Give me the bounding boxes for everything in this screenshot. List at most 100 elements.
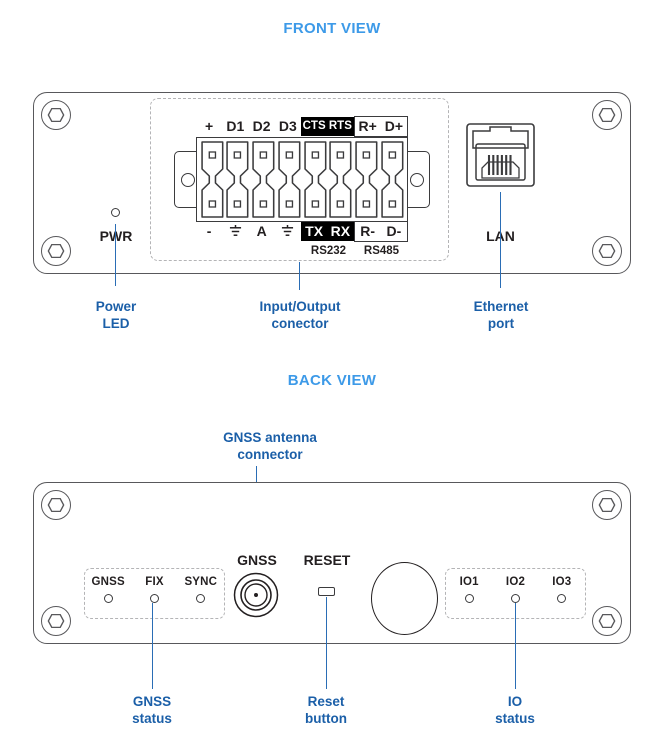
led-label-sync: SYNC <box>184 576 218 588</box>
io-connector-zone <box>150 98 449 261</box>
callout-line-2: status <box>132 711 172 726</box>
flange-screw-hole <box>180 172 195 187</box>
led-fix: FIX <box>131 576 177 603</box>
hex-socket-icon <box>47 613 65 630</box>
hex-socket-icon <box>598 107 616 124</box>
screw-back-top-right <box>592 490 622 520</box>
led-dot-fix <box>149 594 159 603</box>
hex-socket-icon <box>47 243 65 260</box>
gnss-connector-label: GNSS <box>237 552 277 568</box>
callout-line-1: GNSS <box>132 694 172 709</box>
screw-front-top-right <box>592 100 622 130</box>
terminal-pin-4[interactable] <box>277 140 302 219</box>
led-label-io1: IO1 <box>459 576 479 588</box>
hex-socket-icon <box>598 243 616 260</box>
leader-reset-button <box>326 597 328 689</box>
leader-ethernet-port <box>500 192 502 288</box>
terminal-label-d2: D2 <box>252 118 271 134</box>
bus-label-rs485: RS485 <box>363 245 400 257</box>
terminal-label-rplus: R+ <box>358 118 377 134</box>
callout-line-1: Input/Output <box>259 299 341 314</box>
rs485-top-label-group: R+ D+ <box>353 116 408 137</box>
callout-line-1: GNSS antenna <box>223 430 317 445</box>
callout-line-2: button <box>305 711 347 726</box>
led-dot-io2 <box>510 594 520 603</box>
led-dot-sync <box>196 594 206 603</box>
callout-line-2: LED <box>102 316 130 331</box>
terminal-bottom-label-row: - A TX RX R- D- <box>196 221 408 242</box>
callout-io-status: IO status <box>464 693 566 727</box>
terminal-pin-row <box>199 140 405 219</box>
led-dot-io3 <box>557 594 567 603</box>
terminal-label-rminus: R- <box>360 223 376 239</box>
rs232-top-label-group: CTS RTS <box>301 117 354 136</box>
terminal-pin-1[interactable] <box>200 140 225 219</box>
antenna-opening <box>371 562 438 635</box>
leader-io-status <box>515 603 517 689</box>
callout-line-1: Ethernet <box>473 299 529 314</box>
reset-button-label: RESET <box>303 552 351 568</box>
callout-io-connector: Input/Output conector <box>232 298 368 332</box>
ground-icon <box>228 225 243 238</box>
terminal-label-d3: D3 <box>278 118 297 134</box>
terminal-pin-8[interactable] <box>380 140 405 219</box>
led-gnss: GNSS <box>85 576 131 603</box>
callout-line-2: port <box>487 316 515 331</box>
ground-icon <box>280 225 295 238</box>
io-terminal-block[interactable] <box>174 137 430 222</box>
terminal-pin-6[interactable] <box>328 140 353 219</box>
leader-gnss-status <box>152 603 154 689</box>
ethernet-rj45-port[interactable] <box>466 122 535 191</box>
led-label-gnss: GNSS <box>91 576 125 588</box>
terminal-label-a: A <box>256 223 267 239</box>
terminal-pin-3[interactable] <box>251 140 276 219</box>
led-io2: IO2 <box>492 576 538 603</box>
terminal-top-label-row: + D1 D2 D3 CTS RTS R+ D+ <box>196 116 408 137</box>
power-led-indicator <box>111 208 120 217</box>
led-dot-io1 <box>464 594 474 603</box>
callout-line-2: status <box>495 711 535 726</box>
terminal-label-dminus: D- <box>386 223 402 239</box>
callout-line-1: IO <box>507 694 523 709</box>
led-io1: IO1 <box>446 576 492 603</box>
flange-screw-hole <box>409 172 424 187</box>
terminal-pin-2[interactable] <box>225 140 250 219</box>
back-view-title: BACK VIEW <box>287 372 377 389</box>
screw-back-top-left <box>41 490 71 520</box>
led-io3: IO3 <box>539 576 585 603</box>
terminal-label-dplus: D+ <box>384 118 404 134</box>
reset-button[interactable] <box>318 587 335 596</box>
callout-line-2: connector <box>237 447 303 462</box>
terminal-label-rts: RTS <box>328 120 352 132</box>
leader-io-connector <box>299 262 301 290</box>
callout-line-1: Power <box>95 299 137 314</box>
screw-front-bottom-right <box>592 236 622 266</box>
led-label-io3: IO3 <box>552 576 572 588</box>
callout-line-2: conector <box>271 316 329 331</box>
bus-label-row: RS232 RS485 <box>196 243 408 259</box>
led-dot-gnss <box>103 594 113 603</box>
screw-front-bottom-left <box>41 236 71 266</box>
bus-label-rs232: RS232 <box>310 245 347 257</box>
terminal-label-tx: TX <box>305 223 324 239</box>
terminal-label-ground-1 <box>222 222 248 241</box>
callout-power-led: Power LED <box>65 298 167 332</box>
hex-socket-icon <box>47 107 65 124</box>
terminal-pin-7[interactable] <box>354 140 379 219</box>
rs232-bottom-label-group: TX RX <box>301 222 354 241</box>
front-view-title: FRONT VIEW <box>283 20 381 37</box>
led-label-fix: FIX <box>145 576 164 588</box>
terminal-label-ground-2 <box>275 222 301 241</box>
callout-gnss-status: GNSS status <box>101 693 203 727</box>
led-sync: SYNC <box>178 576 224 603</box>
gnss-status-led-group: GNSS FIX SYNC <box>84 568 225 619</box>
terminal-label-minus: - <box>206 223 212 239</box>
gnss-antenna-connector[interactable] <box>233 572 279 618</box>
terminal-pin-5[interactable] <box>303 140 328 219</box>
callout-reset-button: Reset button <box>275 693 377 727</box>
hex-socket-icon <box>598 497 616 514</box>
callout-gnss-antenna: GNSS antenna connector <box>186 429 354 463</box>
terminal-label-plus: + <box>205 118 214 134</box>
led-label-io2: IO2 <box>505 576 526 588</box>
terminal-label-cts: CTS <box>302 120 326 132</box>
